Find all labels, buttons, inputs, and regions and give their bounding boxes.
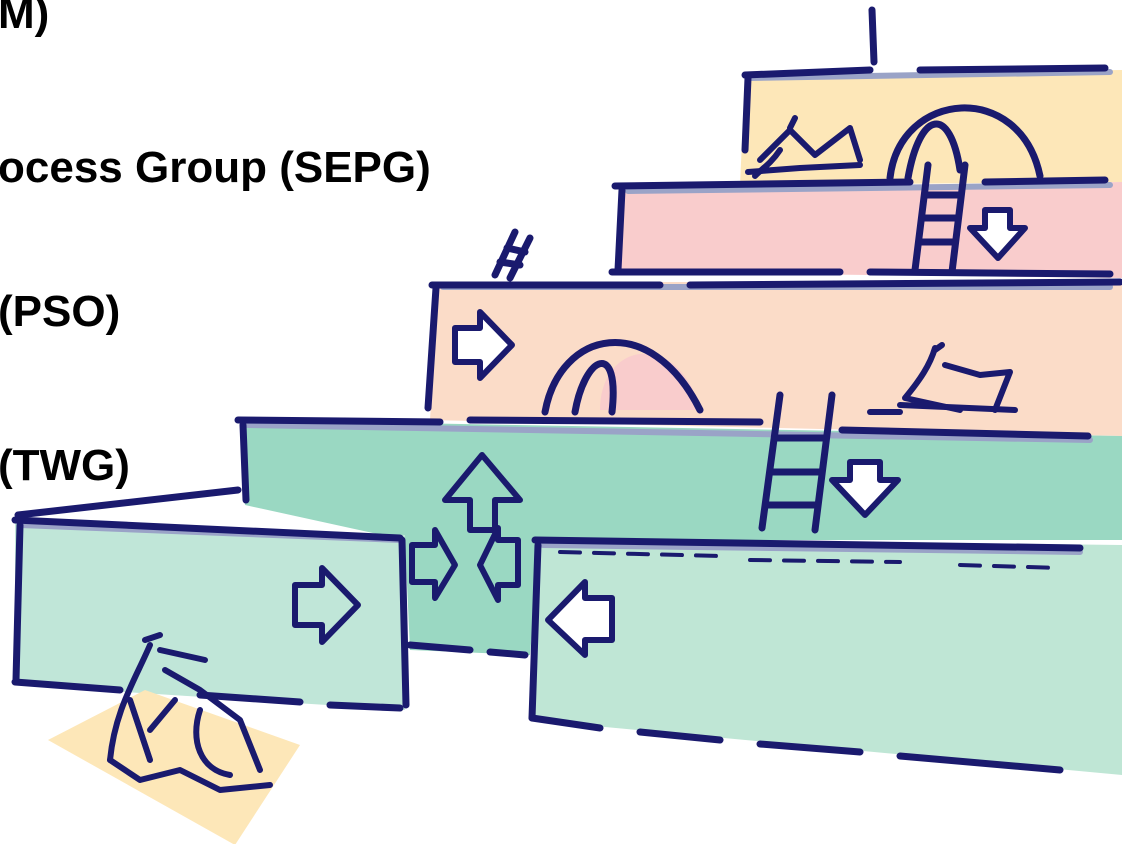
tier-pink bbox=[615, 182, 1122, 278]
floor-yellow bbox=[48, 690, 300, 844]
tier-green-front-right bbox=[530, 538, 1122, 775]
